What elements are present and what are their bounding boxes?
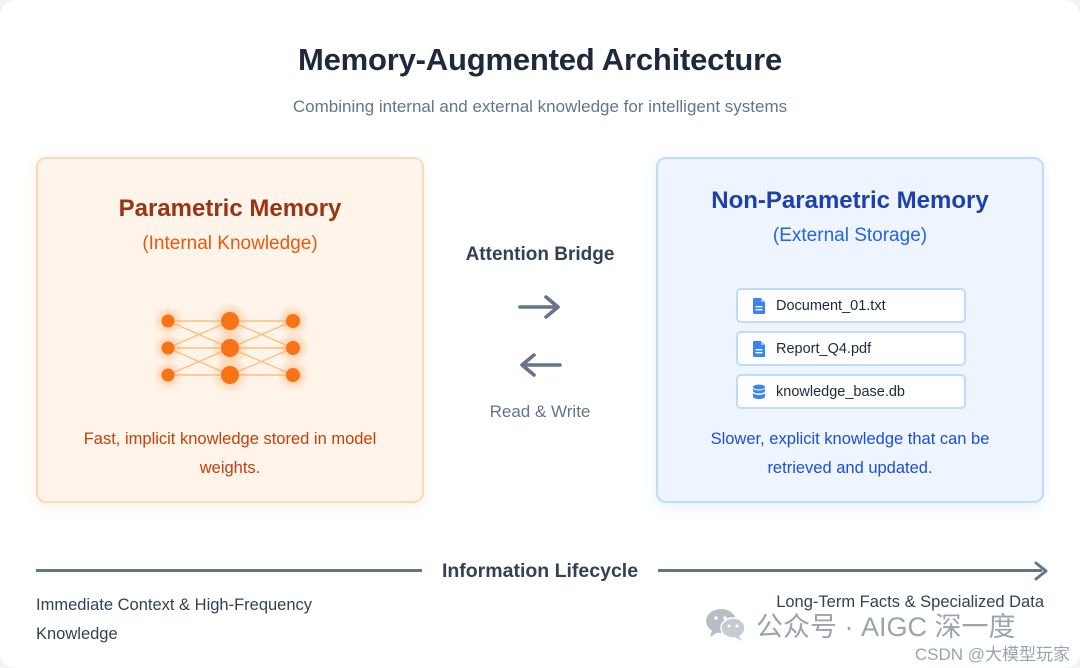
page-title: Memory-Augmented Architecture	[298, 42, 782, 77]
non-parametric-memory-card: Non-Parametric Memory (External Storage)…	[656, 157, 1044, 503]
document-icon	[753, 340, 765, 357]
file-item[interactable]: Document_01.txt	[736, 288, 966, 323]
file-name: Report_Q4.pdf	[776, 340, 872, 357]
file-name: knowledge_base.db	[776, 383, 905, 400]
non-parametric-subtitle: (External Storage)	[772, 225, 928, 246]
database-icon	[753, 384, 765, 399]
arrow-left-icon	[520, 353, 562, 377]
parametric-title: Parametric Memory	[118, 195, 342, 222]
lifecycle-line-right	[658, 569, 1042, 572]
non-parametric-title: Non-Parametric Memory	[711, 187, 989, 214]
neural-network-icon	[153, 302, 308, 394]
file-item[interactable]: knowledge_base.db	[736, 374, 966, 409]
parametric-memory-card: Parametric Memory (Internal Knowledge)	[36, 157, 424, 503]
document-icon	[753, 297, 765, 314]
bridge-footer: Read & Write	[489, 402, 591, 421]
watermark-credit: CSDN @大模型玩家	[914, 645, 1070, 664]
non-parametric-description: Slower, explicit knowledge that can be r…	[710, 430, 990, 477]
parametric-description: Fast, implicit knowledge stored in model…	[83, 430, 377, 477]
bridge-title: Attention Bridge	[465, 244, 615, 265]
arrow-right-icon	[1034, 561, 1048, 581]
lifecycle-line-left	[36, 569, 422, 572]
lifecycle-title: Information Lifecycle	[441, 560, 639, 582]
wechat-icon	[706, 609, 746, 641]
page-subtitle: Combining internal and external knowledg…	[292, 97, 788, 116]
lifecycle-right-label: Long-Term Facts & Specialized Data	[776, 593, 1044, 611]
lifecycle-left-label: Immediate Context & High-Frequency Knowl…	[36, 596, 313, 643]
arrow-right-icon	[518, 295, 560, 319]
parametric-subtitle: (Internal Knowledge)	[142, 233, 318, 254]
watermark: 公众号 · AIGC 深一度	[704, 604, 1054, 644]
file-item[interactable]: Report_Q4.pdf	[736, 331, 966, 366]
file-name: Document_01.txt	[776, 297, 886, 314]
watermark-text: 公众号 · AIGC 深一度	[756, 611, 1016, 642]
